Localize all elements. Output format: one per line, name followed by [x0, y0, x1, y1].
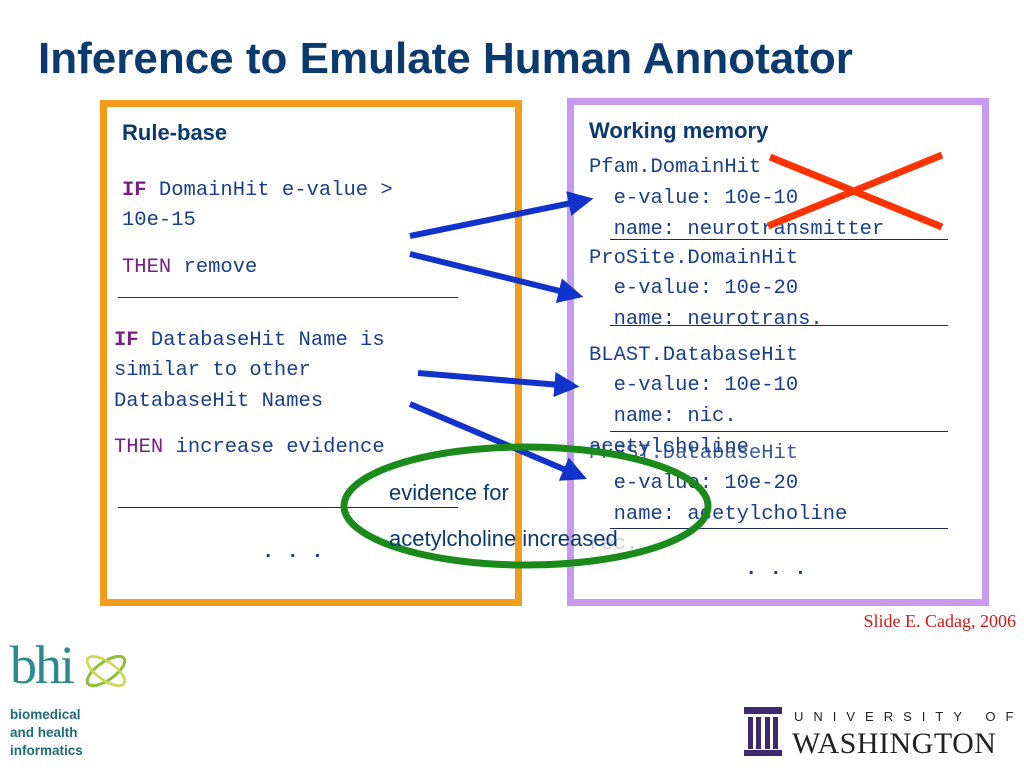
wm-entry-3-name-cont: acetylcholine: [589, 436, 749, 459]
rule2-line3: DatabaseHit Names: [114, 390, 324, 413]
wm-divider-2: [610, 325, 948, 326]
bhi-logo: bhi biomedical and health informatics: [10, 635, 130, 760]
bhi-line-1: biomedical: [10, 707, 81, 722]
wm-entry-1-type: Pfam.DomainHit: [589, 156, 762, 179]
working-memory-heading: Working memory: [589, 118, 769, 143]
rule1-divider: [118, 297, 458, 298]
rule1-if-keyword: IF: [122, 179, 147, 202]
wm-entry-2-evalue: e-value: 10e-20: [589, 277, 799, 300]
callout-line-2: acetylcholine increased: [389, 526, 618, 551]
arrow-rule1-to-prosite: [409, 251, 584, 304]
uw-line-2: WASHINGTON: [792, 727, 997, 760]
bhi-line-2: and health: [10, 725, 78, 740]
rule2-then-line: THEN increase evidence: [114, 433, 385, 463]
wm-divider-4: [610, 528, 948, 529]
slide-title: Inference to Emulate Human Annotator: [38, 34, 853, 83]
working-memory-ellipsis: . . .: [745, 558, 807, 581]
rule2-action: increase evidence: [163, 436, 385, 459]
wm-entry-3-type: BLAST.DatabaseHit: [589, 344, 799, 367]
callout-line-1: evidence for: [389, 480, 509, 505]
rule-base-box: [100, 100, 522, 606]
wm-entry-2-type: ProSite.DomainHit: [589, 247, 799, 270]
wm-entry-3-evalue: e-value: 10e-10: [589, 374, 799, 397]
bhi-swirl-icon: [85, 654, 127, 688]
rule2-line1: IF DatabaseHit Name is: [114, 326, 385, 356]
wm-entry-4-name: name: acetylcholine: [589, 503, 848, 526]
rule1-action: remove: [171, 256, 258, 279]
uw-logo: UNIVERSITY OF WASHINGTON: [742, 703, 1018, 763]
rule2-if-keyword: IF: [114, 329, 139, 352]
cross-line-2: [766, 151, 944, 230]
rule2-then-keyword: THEN: [114, 436, 164, 459]
working-memory-box: [567, 98, 989, 606]
rule-base-heading: Rule-base: [122, 120, 228, 145]
rule2-divider: [118, 507, 458, 508]
bhi-mark: bhi: [10, 635, 130, 706]
slide-credit: Slide E. Cadag, 2006: [863, 611, 1016, 631]
arrow-rule1-to-pfam: [409, 191, 594, 239]
rule2-line2: similar to other: [114, 359, 311, 382]
arrow-rule2-to-pfsst: [408, 401, 587, 481]
rule1-condition: DomainHit e-value >: [146, 179, 393, 202]
wm-divider-1: [610, 239, 948, 240]
wm-entry-1-name: name: neurotransmitter: [589, 218, 885, 241]
arrow-rule2-to-blast: [417, 370, 580, 398]
wm-entry-3-name: name: nic.: [589, 405, 737, 428]
rule1-then-keyword: THEN: [122, 256, 172, 279]
wm-entry-1-evalue: e-value: 10e-10: [589, 187, 799, 210]
uw-line-1: UNIVERSITY OF: [794, 709, 1024, 724]
rule1-line2: 10e-15: [122, 209, 196, 232]
callout-ellipse: [340, 443, 712, 569]
wm-divider-3: [610, 431, 948, 432]
rule-base-ellipsis: . . .: [262, 541, 324, 564]
bhi-mark-text: bhi: [10, 635, 75, 695]
wm-entry-4-name-cont: rec.: [589, 533, 639, 556]
rule1-line1: IF DomainHit e-value >: [122, 176, 393, 206]
bhi-line-3: informatics: [10, 743, 83, 758]
rule1-then-line: THEN remove: [122, 253, 257, 283]
uw-column-icon: [744, 707, 782, 756]
rule2-condition: DatabaseHit Name is: [138, 329, 385, 352]
